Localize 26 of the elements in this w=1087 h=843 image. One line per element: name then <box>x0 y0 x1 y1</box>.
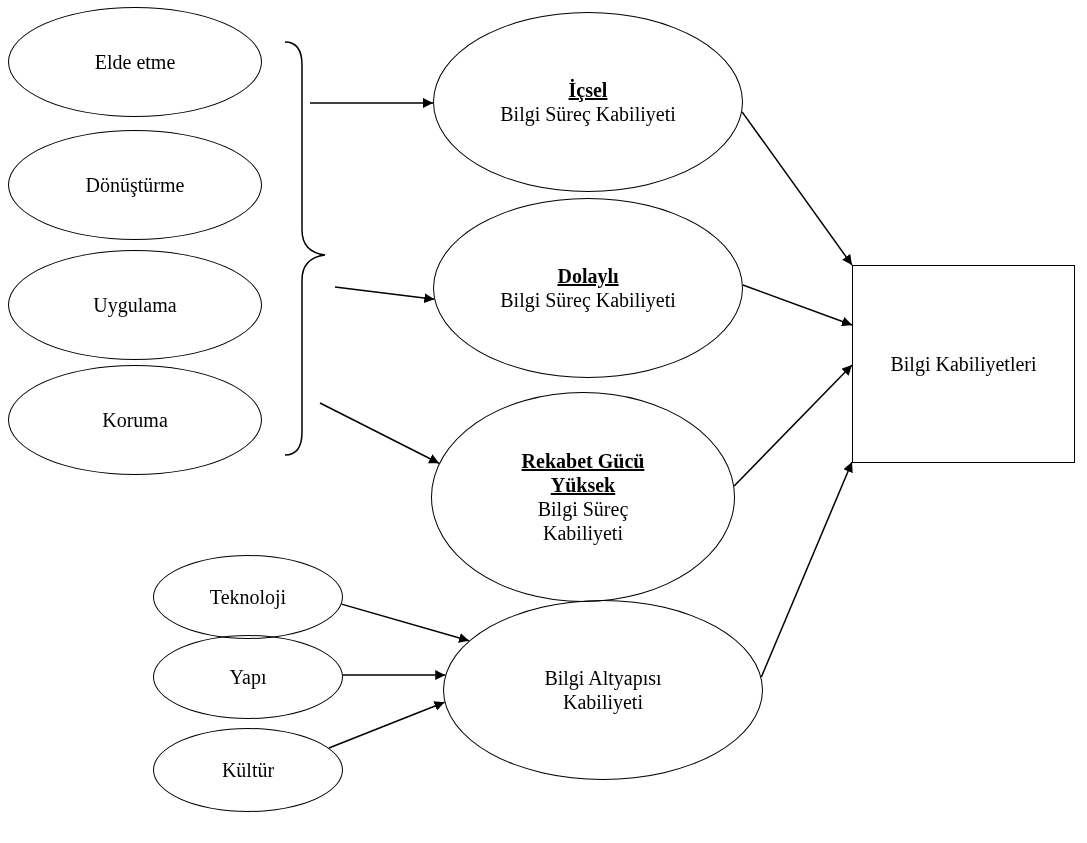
node-label: Elde etme <box>94 50 176 74</box>
node-label: Yapı <box>229 665 267 689</box>
node-label: Koruma <box>102 408 168 432</box>
arrow <box>733 364 853 487</box>
arrow <box>742 284 853 327</box>
node-heading: Dolaylı <box>557 264 619 288</box>
node-heading: Rekabet Gücü Yüksek <box>520 449 646 497</box>
node-label: Teknoloji <box>209 585 287 609</box>
arrow <box>309 98 434 108</box>
node-label: Bilgi Kabiliyetleri <box>890 352 1037 376</box>
rectangle-node <box>852 265 1075 463</box>
arrow <box>334 286 435 304</box>
node-label: Bilgi Süreç Kabiliyeti <box>500 102 676 126</box>
arrow <box>760 461 853 678</box>
arrow <box>328 701 446 749</box>
node-label: Bilgi Süreç Kabiliyeti <box>536 497 630 545</box>
node-label: Dönüştürme <box>85 173 185 197</box>
arrow <box>741 111 853 266</box>
arrow <box>342 670 446 680</box>
node-heading: İçsel <box>568 78 608 102</box>
node-label: Kültür <box>221 758 275 782</box>
node-label: Uygulama <box>93 293 177 317</box>
node-label: Bilgi Süreç Kabiliyeti <box>500 288 676 312</box>
node-label: Bilgi Altyapısı Kabiliyeti <box>543 666 663 714</box>
arrow <box>319 402 440 465</box>
arrow <box>340 603 470 643</box>
